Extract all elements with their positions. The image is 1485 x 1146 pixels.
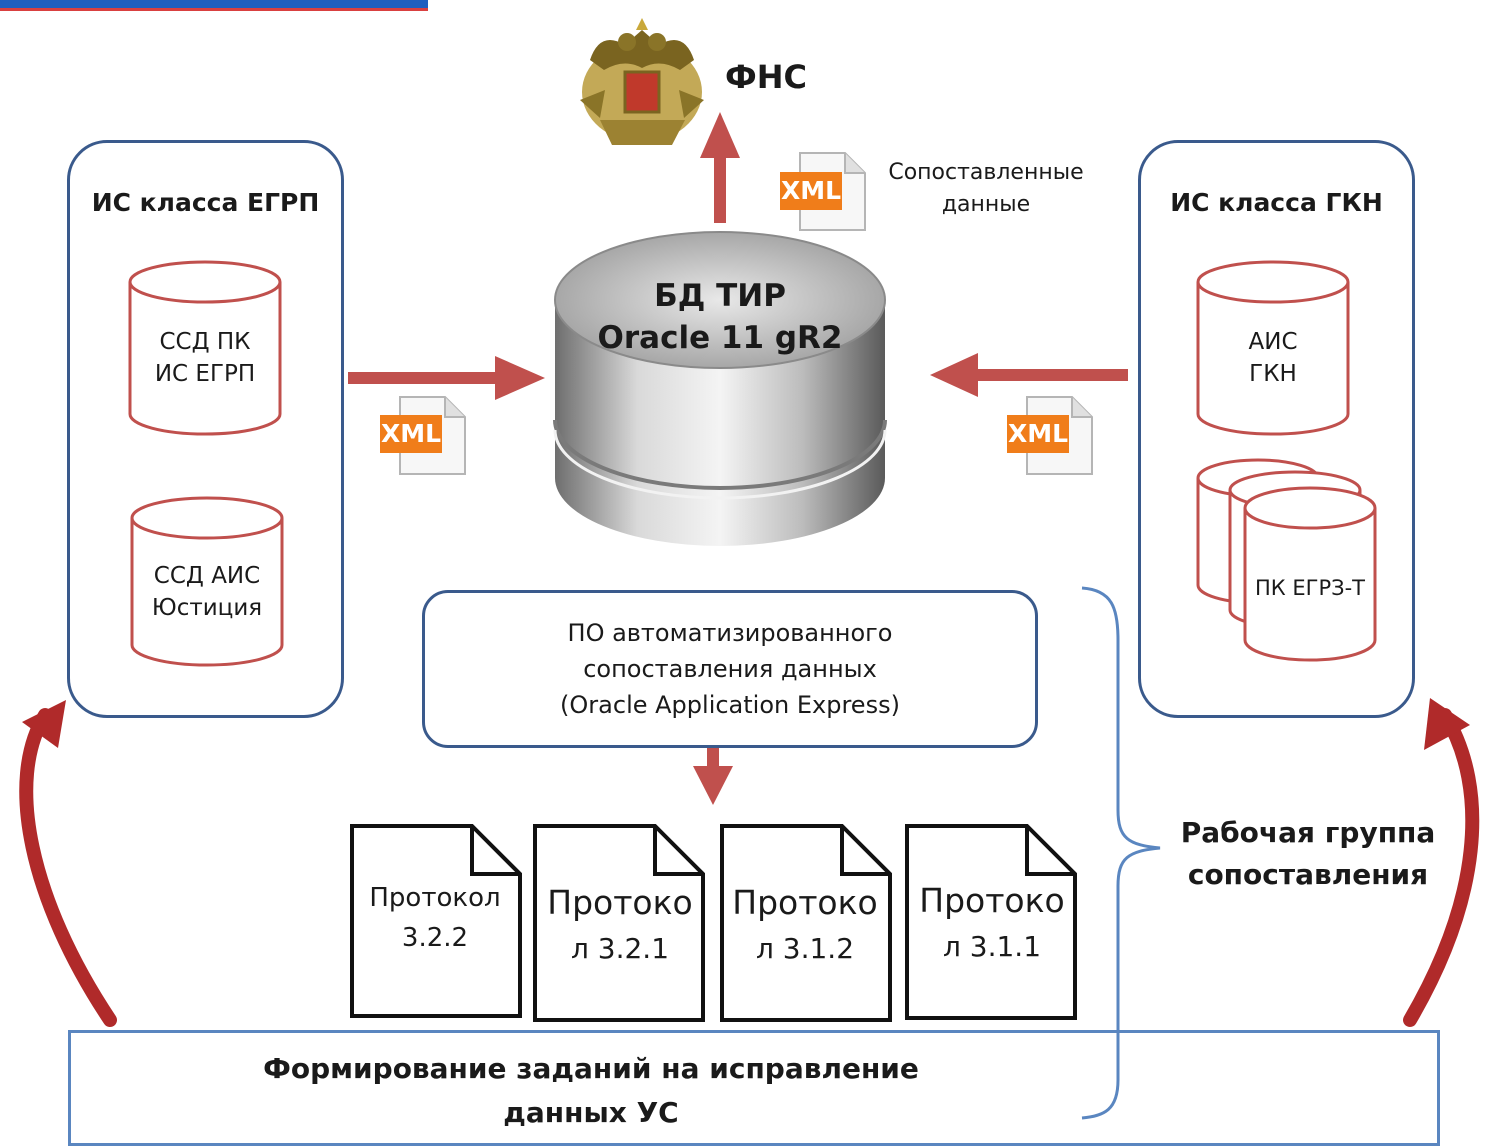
protocol-321-line1: Протоко [547,883,693,922]
left-db1-line1-top: ССД ПК [159,329,251,355]
central-db-icon [553,231,887,546]
curved-arrow-left [19,700,117,1027]
left-panel-egrp: ИС класса ЕГРП [67,140,344,718]
protocol-322-line2: 3.2.2 [401,923,469,953]
central-db-line1: БД ТИР [654,278,786,314]
right-db1-line2: ГКН [1249,361,1297,387]
right-db1-line1: АИС [1248,329,1298,355]
arrow-software-to-protocols [693,748,733,805]
fns-label: ФНС [725,58,807,96]
protocol-docs [350,824,1077,1022]
xml-badge-right: XML [1007,419,1069,448]
protocol-311-line1: Протоко [919,881,1065,920]
matched-data-note: Сопоставленные данные [872,157,1100,221]
protocol-322: Протокол 3.2.2 [355,878,515,958]
xml-badge-top: XML [780,176,842,205]
matched-data-line1: Сопоставленные [888,160,1084,185]
right-panel-title: ИС класса ГКН [1170,188,1383,217]
xml-file-icon-left [380,396,466,475]
protocol-322-line1: Протокол [369,883,501,913]
right-db1-label: АИС ГКН [1198,326,1348,390]
protocol-321-line2: л 3.2.1 [570,932,670,965]
matched-data-line2: данные [941,192,1031,217]
left-db2-line1-top: ССД АИС [153,563,261,589]
xml-badge-left: XML [380,419,442,448]
protocol-312: Протоко л 3.1.2 [720,880,890,972]
right-panel-gkn: ИС класса ГКН [1138,140,1415,718]
central-db-label: БД ТИР Oracle 11 gR2 [560,275,880,359]
protocol-311: Протоко л 3.1.1 [907,878,1077,970]
left-db2-line2-top: Юстиция [151,595,263,621]
bottom-task-box: Формирование заданий на исправление данн… [68,1030,1440,1146]
software-line1: ПО автоматизированного [567,619,893,647]
arrow-left-to-db [348,356,545,400]
protocol-311-line2: л 3.1.1 [942,930,1042,963]
working-group-line2: сопоставления [1187,858,1429,891]
bottom-task-line1: Формирование заданий на исправление [263,1052,919,1085]
bottom-task-line2: данных УС [503,1096,679,1129]
arrow-right-to-db [930,353,1128,397]
central-db-line2: Oracle 11 gR2 [597,320,843,356]
left-db1-line2-top: ИС ЕГРП [154,361,256,387]
left-panel-title: ИС класса ЕГРП [91,188,320,217]
fns-emblem-icon [580,18,704,145]
left-db2-label-top: ССД АИС Юстиция [132,560,282,624]
software-text: ПО автоматизированного сопоставления дан… [425,615,1035,723]
top-accent-bar [0,0,428,8]
protocol-312-line2: л 3.1.2 [755,932,855,965]
right-db2-label: ПК ЕГРЗ-Т [1255,576,1365,600]
left-db1-label-top: ССД ПК ИС ЕГРП [130,326,280,390]
software-line2: сопоставления данных [583,655,877,683]
software-line3: (Oracle Application Express) [560,691,900,719]
xml-file-icon-top [780,152,866,231]
top-accent-line [0,8,428,11]
working-group-line1: Рабочая группа [1180,816,1436,849]
curved-arrow-right [1403,698,1480,1027]
protocol-321: Протоко л 3.2.1 [535,880,705,972]
working-group-label: Рабочая группа сопоставления [1158,812,1458,896]
software-box: ПО автоматизированного сопоставления дан… [422,590,1038,748]
xml-file-icon-right [1007,396,1093,475]
bottom-task-text: Формирование заданий на исправление данн… [71,1047,1111,1135]
arrow-db-to-fns [700,112,740,223]
protocol-312-line1: Протоко [732,883,878,922]
